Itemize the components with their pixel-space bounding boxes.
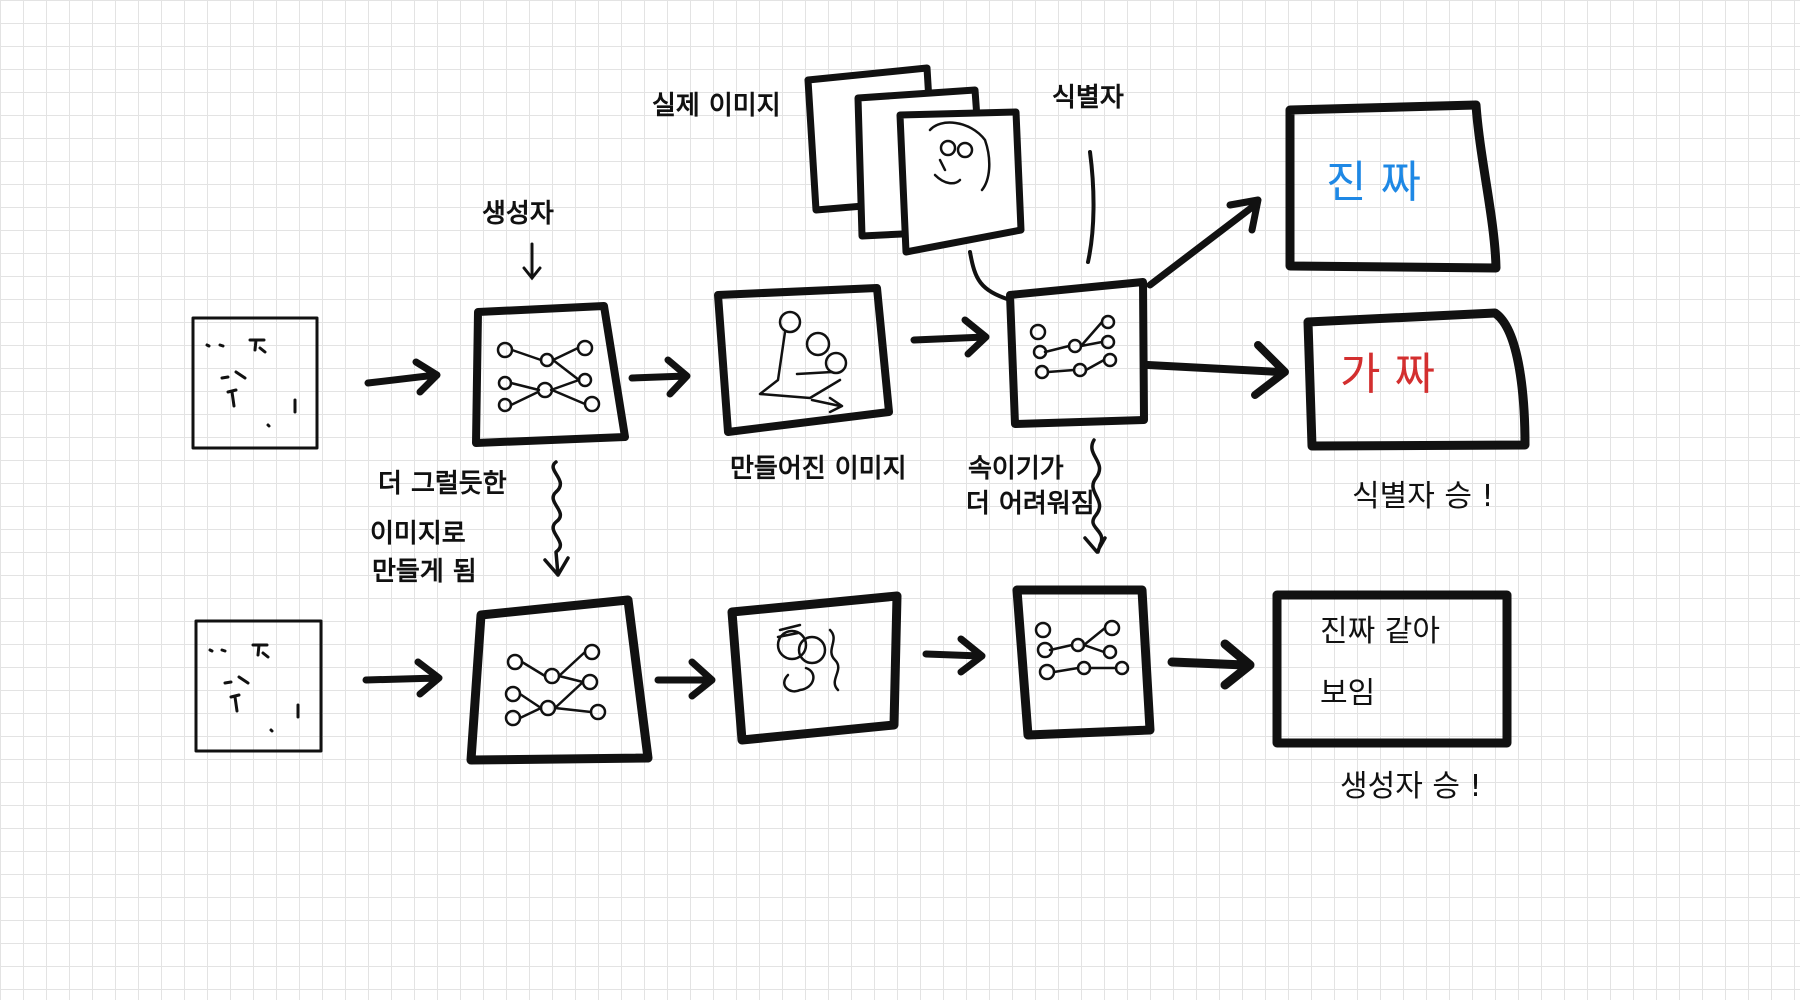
real-verdict-box bbox=[1285, 100, 1501, 273]
more-plausible-line-1: 더 그럴듯한 bbox=[378, 469, 507, 499]
fake-verdict-text: 가 짜 bbox=[1340, 349, 1435, 400]
generator-wins-text: 생성자 승 ! bbox=[1340, 769, 1482, 804]
discriminator-label: 식별자 bbox=[1052, 83, 1124, 113]
arrow-discriminator-to-verdict-bottom bbox=[1167, 639, 1255, 690]
discriminator-network-top bbox=[1006, 278, 1148, 428]
real-image-stack bbox=[804, 64, 1025, 256]
harder-line-2: 더 어려워짐 bbox=[966, 489, 1095, 519]
arrow-discriminator-to-fake bbox=[1144, 341, 1289, 399]
discriminator-label-line bbox=[1086, 150, 1096, 264]
generator-label: 생성자 bbox=[482, 199, 554, 229]
arrow-image-to-discriminator-top bbox=[910, 316, 990, 358]
generated-image-top bbox=[714, 284, 893, 436]
looks-real-line-2: 보임 bbox=[1320, 676, 1376, 711]
arrow-generator-to-image-bottom bbox=[654, 658, 716, 700]
more-plausible-line-3: 만들게 됨 bbox=[372, 557, 477, 587]
squiggle-arrow-left bbox=[543, 460, 570, 577]
harder-line-1: 속이기가 bbox=[968, 454, 1064, 484]
generator-down-arrow bbox=[522, 242, 542, 281]
looks-real-box bbox=[1272, 590, 1512, 748]
arrow-image-to-discriminator-bottom bbox=[922, 635, 986, 676]
arrow-discriminator-to-real bbox=[1146, 196, 1262, 289]
discriminator-network-bottom bbox=[1012, 585, 1155, 740]
real-verdict-text: 진 짜 bbox=[1326, 157, 1421, 208]
arrow-noise-to-generator-bottom bbox=[362, 658, 443, 698]
more-plausible-line-2: 이미지로 bbox=[370, 519, 466, 549]
noise-input-top bbox=[191, 316, 319, 450]
fake-verdict-box bbox=[1303, 308, 1530, 451]
real-to-discriminator-line bbox=[968, 250, 1012, 302]
generator-network-top bbox=[472, 302, 629, 447]
generator-network-bottom bbox=[466, 595, 653, 765]
arrow-noise-to-generator-top bbox=[364, 358, 441, 396]
discriminator-wins-text: 식별자 승 ! bbox=[1352, 479, 1494, 514]
made-image-label: 만들어진 이미지 bbox=[730, 454, 907, 484]
squiggle-arrow-right bbox=[1083, 438, 1107, 554]
real-image-label: 실제 이미지 bbox=[652, 91, 781, 121]
noise-input-bottom bbox=[194, 619, 323, 753]
generated-image-bottom bbox=[727, 591, 902, 745]
arrow-generator-to-image-top bbox=[628, 356, 691, 398]
looks-real-line-1: 진짜 같아 bbox=[1320, 614, 1440, 649]
